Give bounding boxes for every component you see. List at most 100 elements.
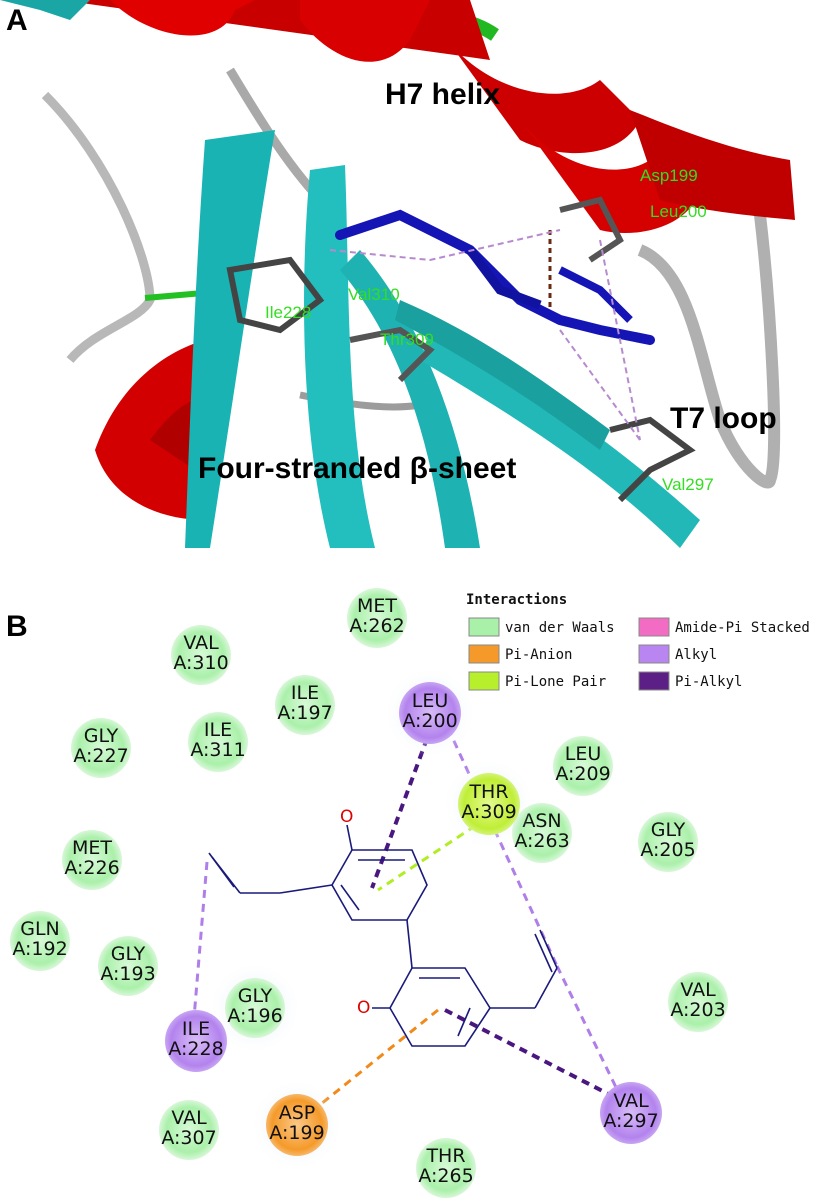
panel-a: A <box>0 0 795 548</box>
legend-swatch-pi-lone-pair <box>468 671 500 691</box>
residue-name: LEU <box>412 690 449 712</box>
residue-name: GLY <box>84 725 119 747</box>
hydroxyl-bond-upper <box>346 824 353 851</box>
residue-val310: VAL A:310 <box>171 625 231 685</box>
residue-gly227: GLY A:227 <box>71 718 131 778</box>
residue-val297: VAL A:297 <box>600 1082 662 1144</box>
residue-leu209: LEU A:209 <box>553 736 613 796</box>
residue-id: A:209 <box>555 763 610 785</box>
residue-id: A:199 <box>269 1122 324 1144</box>
ligand-structure <box>208 824 558 1047</box>
residue-label-leu200: Leu200 <box>650 202 707 221</box>
residue-ile197: ILE A:197 <box>275 675 335 735</box>
residue-id: A:197 <box>277 702 332 724</box>
residue-id: A:192 <box>12 938 67 960</box>
ring-double-bond <box>340 884 360 911</box>
residue-gly196: GLY A:196 <box>211 964 299 1052</box>
residue-id: A:307 <box>161 1127 216 1149</box>
legend: Interactions van der Waals Pi-Anion Pi-L… <box>466 592 810 691</box>
residue-gln192: GLN A:192 <box>10 911 70 971</box>
biaryl-bond <box>406 919 413 969</box>
residue-name: ASP <box>279 1102 316 1124</box>
residue-name: VAL <box>183 632 219 654</box>
residue-id: A:265 <box>418 1165 473 1187</box>
residue-id: A:228 <box>168 1038 223 1060</box>
residue-label-val297: Val297 <box>662 475 714 494</box>
residue-label-ile228: Ile228 <box>265 303 311 322</box>
residue-gly205: GLY A:205 <box>638 812 698 872</box>
residue-name: THR <box>468 781 508 803</box>
legend-swatch-amide-pi <box>638 617 670 637</box>
residue-id: A:297 <box>603 1110 658 1132</box>
legend-label-pi-lone-pair: Pi-Lone Pair <box>505 674 606 690</box>
residue-name: GLY <box>111 943 146 965</box>
residue-name: GLN <box>20 918 60 940</box>
residue-ile228: ILE A:228 <box>165 1010 227 1072</box>
residue-name: MET <box>357 595 397 617</box>
residue-label-thr309: Thr309 <box>380 330 434 349</box>
legend-title: Interactions <box>466 592 567 608</box>
allyl-bond <box>279 884 333 894</box>
oxygen-atom-upper: O <box>340 807 353 827</box>
allyl-double-bond <box>539 929 558 969</box>
pi-alkyl-line-val297 <box>444 1008 621 1102</box>
residue-name: MET <box>72 837 112 859</box>
residue-id: A:310 <box>173 652 228 674</box>
residue-label-asp199: Asp199 <box>640 166 698 185</box>
residue-name: ILE <box>291 682 319 704</box>
residue-name: VAL <box>613 1090 649 1112</box>
legend-swatch-pi-anion <box>468 644 500 664</box>
residue-name: VAL <box>680 979 716 1001</box>
residue-id: A:193 <box>100 963 155 985</box>
residue-name: LEU <box>565 743 602 765</box>
panel-b-letter: B <box>6 610 28 643</box>
residue-met226: MET A:226 <box>62 830 122 890</box>
legend-label-vdw: van der Waals <box>505 620 615 636</box>
residue-id: A:200 <box>402 710 457 732</box>
residue-leu200: LEU A:200 <box>386 669 474 757</box>
allyl-double-bond <box>534 933 553 973</box>
residue-name: GLY <box>651 819 686 841</box>
residue-discs: MET A:262 VAL A:310 ILE A:197 LEU A:200 <box>10 588 728 1198</box>
aromatic-ring-lower <box>389 967 491 1047</box>
residue-name: VAL <box>171 1107 207 1129</box>
residue-id: A:205 <box>640 839 695 861</box>
residue-asp199: ASP A:199 <box>253 1081 341 1169</box>
residue-name: THR <box>425 1145 465 1167</box>
legend-label-amide-pi: Amide-Pi Stacked <box>675 620 810 636</box>
residue-id: A:263 <box>514 830 569 852</box>
allyl-double-bond <box>208 852 235 888</box>
alkyl-line-ile228 <box>192 861 209 1019</box>
legend-label-pi-alkyl: Pi-Alkyl <box>675 674 742 690</box>
h7-helix-label: H7 helix <box>385 78 500 111</box>
residue-thr265: THR A:265 <box>416 1138 476 1198</box>
beta-sheet-label: Four-stranded β-sheet <box>198 452 516 485</box>
panel-b: B Interactions van der Waals Pi-Anion Pi… <box>6 588 810 1198</box>
residue-thr309: THR A:309 <box>445 760 533 848</box>
residue-name: ILE <box>182 1018 210 1040</box>
residue-id: A:226 <box>64 857 119 879</box>
residue-id: A:203 <box>670 999 725 1021</box>
residue-label-val310: Val310 <box>348 285 400 304</box>
legend-swatch-pi-alkyl <box>638 671 670 691</box>
residue-ile311: ILE A:311 <box>188 712 248 772</box>
residue-name: GLY <box>238 985 273 1007</box>
residue-name: ILE <box>204 719 232 741</box>
residue-id: A:311 <box>190 739 245 761</box>
ring-double-bond <box>457 1007 471 1037</box>
protein-structure-render <box>0 0 795 548</box>
legend-swatch-alkyl <box>638 644 670 664</box>
legend-label-pi-anion: Pi-Anion <box>505 647 572 663</box>
residue-met262: MET A:262 <box>347 588 407 648</box>
legend-swatch-vdw <box>468 617 500 637</box>
residue-id: A:196 <box>227 1005 282 1027</box>
panel-a-letter: A <box>6 4 28 37</box>
legend-label-alkyl: Alkyl <box>675 647 717 663</box>
oxygen-atom-lower: O <box>357 998 370 1018</box>
residue-name: ASN <box>522 810 561 832</box>
residue-id: A:262 <box>349 615 404 637</box>
allyl-bond <box>534 967 558 1009</box>
residue-id: A:309 <box>461 801 516 823</box>
residue-val307: VAL A:307 <box>159 1100 219 1160</box>
